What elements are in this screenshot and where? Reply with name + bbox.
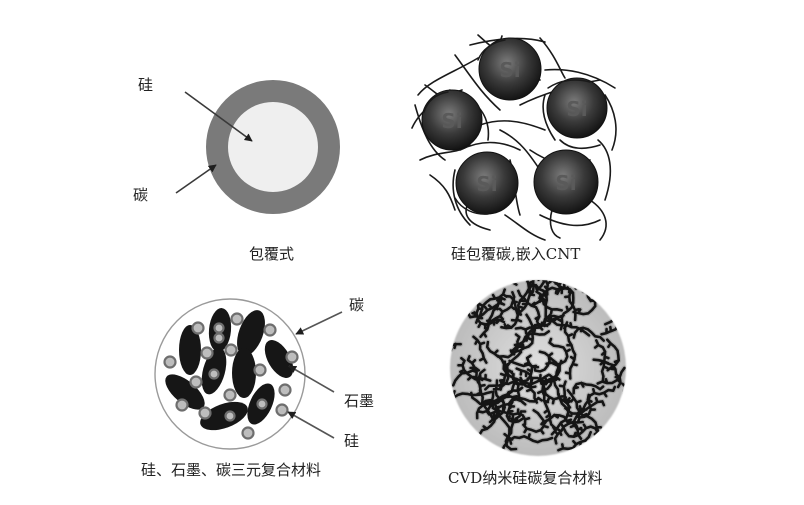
caption-cvd: CVD纳米硅碳复合材料 (448, 469, 603, 487)
panel-ternary (154, 298, 343, 450)
si-label: Si (555, 171, 576, 195)
graphite-arrow (288, 365, 335, 393)
si-sphere-top: Si (478, 37, 542, 101)
graphite-label: 石墨 (344, 392, 375, 410)
panel-cnt: Si Si Si Si Si (411, 34, 617, 241)
cvd-carbon-network (450, 280, 626, 456)
silicon-label: 硅 (344, 432, 360, 450)
si-sphere-bottom-left: Si (455, 151, 519, 215)
si-sphere-left: Si (421, 89, 483, 151)
panel-cvd (450, 280, 626, 456)
graphite-flakes (165, 308, 294, 431)
carbon-arrow (295, 311, 343, 335)
silicon-particles (163, 312, 299, 440)
panel-coated (175, 80, 340, 214)
cnt-fibers-front (423, 39, 598, 215)
caption-ternary: 硅、石墨、碳三元复合材料 (141, 461, 322, 479)
silicon-label: 硅 (138, 76, 154, 94)
si-sphere-right: Si (546, 77, 608, 139)
si-sphere-bottom-right: Si (533, 149, 599, 215)
carbon-label: 碳 (133, 186, 149, 204)
carbon-arrow (175, 164, 217, 194)
si-label: Si (499, 58, 520, 82)
caption-cnt: 硅包覆碳,嵌入CNT (451, 245, 581, 263)
silicon-arrow (184, 91, 253, 142)
silicon-core (228, 102, 318, 192)
si-label: Si (441, 109, 462, 133)
carbon-label: 碳 (349, 296, 365, 314)
si-label: Si (566, 97, 587, 121)
caption-coated: 包覆式 (249, 245, 295, 263)
si-label: Si (476, 172, 497, 196)
silicon-arrow (287, 411, 335, 439)
